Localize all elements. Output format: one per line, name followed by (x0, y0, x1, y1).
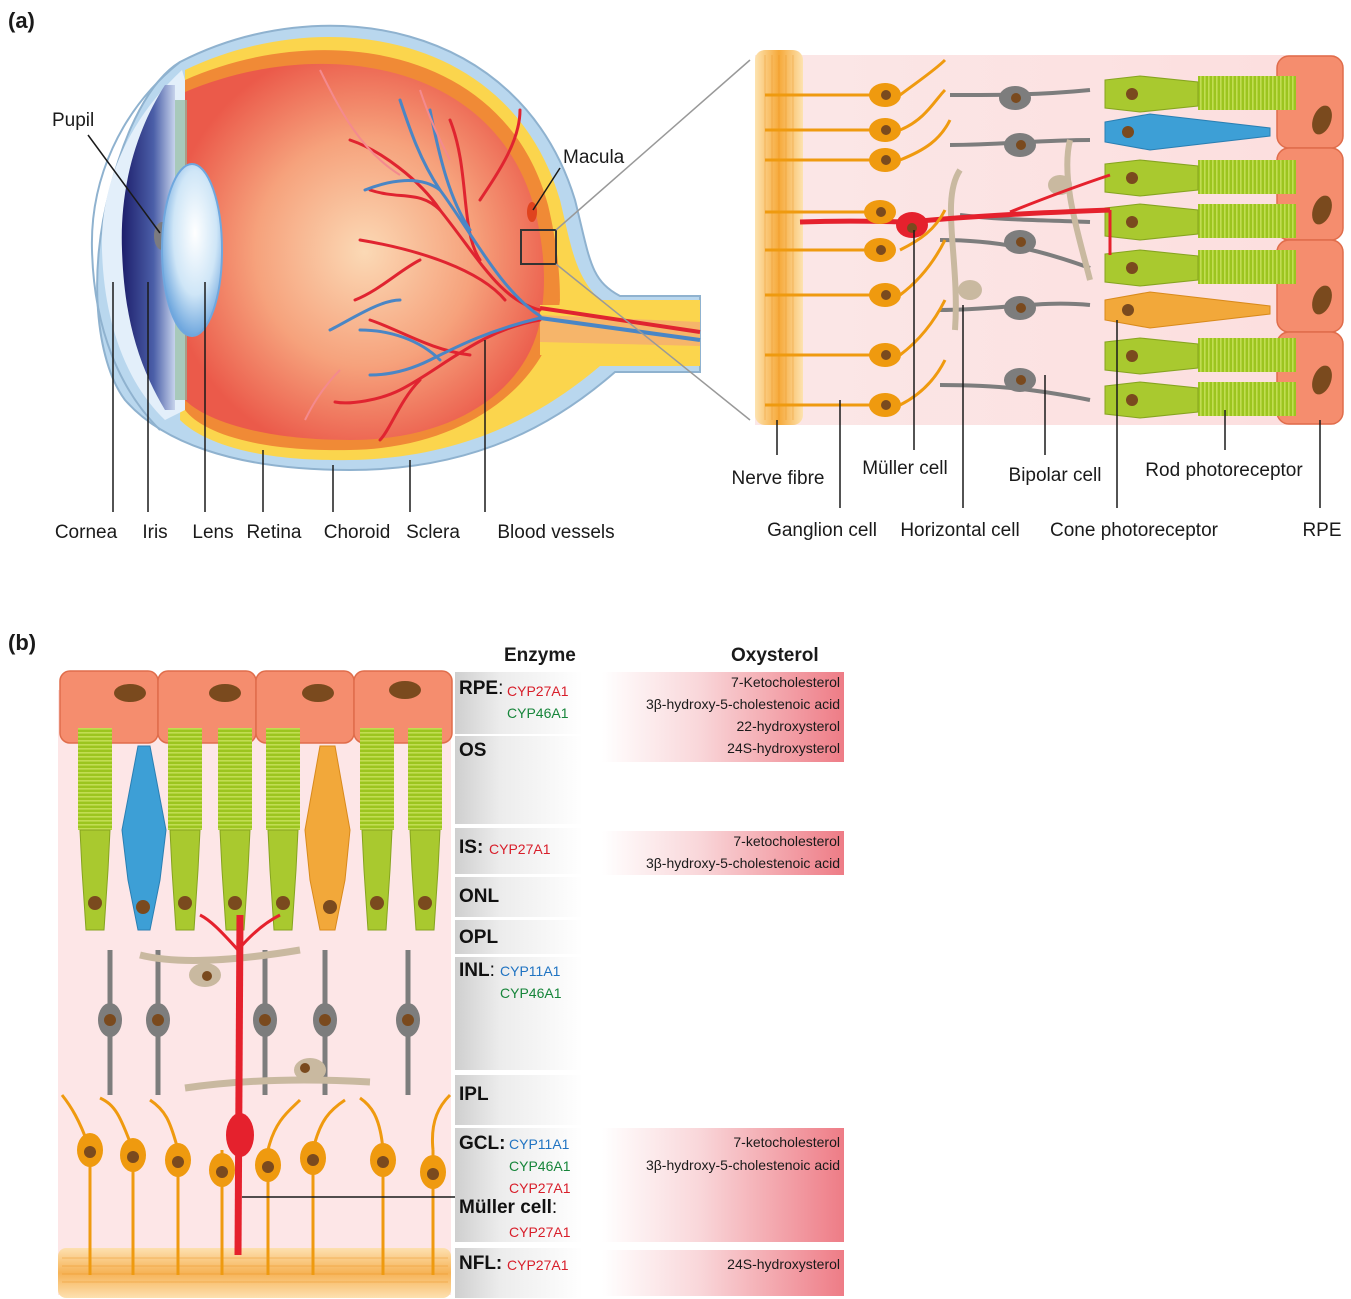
label-sclera: Sclera (406, 522, 460, 544)
label-choroid: Choroid (324, 522, 391, 544)
label-muller-cell: Müller cell (862, 458, 948, 480)
oxysterol-box-gcl: 7-ketocholesterol 3β-hydroxy-5-cholesten… (602, 1128, 844, 1242)
label-iris: Iris (142, 522, 167, 544)
retina-detail (755, 50, 1343, 425)
layer-rpe: RPE: (459, 678, 503, 700)
enzyme-gcl-cyp11a1: CYP11A1 (509, 1136, 569, 1152)
label-rpe: RPE (1302, 520, 1341, 542)
enzyme-is-cyp27a1: CYP27A1 (489, 841, 550, 857)
label-ganglion-cell: Ganglion cell (767, 520, 877, 542)
label-cone-photoreceptor: Cone photoreceptor (1050, 520, 1218, 542)
enzyme-gcl-cyp27a1: CYP27A1 (509, 1180, 570, 1196)
layer-is: IS: (459, 837, 483, 859)
layer-nfl: NFL: (459, 1253, 502, 1275)
label-nerve-fibre: Nerve fibre (732, 468, 825, 490)
enzyme-inl-cyp11a1: CYP11A1 (500, 963, 560, 979)
eye-cross-section (92, 26, 750, 470)
panel-a-tag: (a) (8, 8, 35, 34)
oxysterol-nfl-1: 24S-hydroxysterol (604, 1256, 844, 1272)
oxysterol-gcl-2: 3β-hydroxy-5-cholestenoic acid (604, 1157, 844, 1173)
oxysterol-box-rpe: 7-Ketocholesterol 3β-hydroxy-5-cholesten… (602, 672, 844, 762)
panel-b-tag: (b) (8, 630, 36, 656)
oxysterol-rpe-1: 7-Ketocholesterol (604, 674, 844, 690)
label-lens: Lens (192, 522, 233, 544)
label-blood-vessels: Blood vessels (497, 522, 614, 544)
oxysterol-is-2: 3β-hydroxy-5-cholestenoic acid (604, 855, 844, 871)
oxysterol-gcl-1: 7-ketocholesterol (604, 1134, 844, 1150)
retina-layers-diagram (58, 671, 460, 1298)
layer-onl: ONL (459, 886, 499, 908)
layer-ipl: IPL (459, 1084, 489, 1106)
oxysterol-rpe-4: 24S-hydroxysterol (604, 740, 844, 756)
label-retina: Retina (247, 522, 302, 544)
enzyme-inl-cyp46a1: CYP46A1 (500, 985, 561, 1001)
oxysterol-box-nfl: 24S-hydroxysterol (602, 1250, 844, 1296)
enzyme-header: Enzyme (504, 645, 576, 667)
layer-muller-cell: Müller cell: (459, 1197, 557, 1219)
oxysterol-rpe-2: 3β-hydroxy-5-cholestenoic acid (604, 696, 844, 712)
oxysterol-rpe-3: 22-hydroxysterol (604, 718, 844, 734)
label-rod-photoreceptor: Rod photoreceptor (1145, 460, 1302, 482)
enzyme-muller-cyp27a1: CYP27A1 (509, 1224, 570, 1240)
layer-os: OS (459, 740, 486, 762)
label-cornea: Cornea (55, 522, 117, 544)
layer-inl: INL: (459, 960, 495, 982)
oxysterol-box-is: 7-ketocholesterol 3β-hydroxy-5-cholesten… (602, 831, 844, 875)
oxysterol-header: Oxysterol (731, 645, 819, 667)
layer-gcl: GCL: (459, 1133, 505, 1155)
label-bipolar-cell: Bipolar cell (1009, 465, 1102, 487)
enzyme-rpe-cyp27a1: CYP27A1 (507, 683, 568, 699)
label-horizontal-cell: Horizontal cell (900, 520, 1019, 542)
layer-opl: OPL (459, 927, 498, 949)
label-macula: Macula (563, 147, 624, 169)
label-pupil: Pupil (52, 110, 94, 132)
oxysterol-is-1: 7-ketocholesterol (604, 833, 844, 849)
enzyme-rpe-cyp46a1: CYP46A1 (507, 705, 568, 721)
enzyme-gcl-cyp46a1: CYP46A1 (509, 1158, 570, 1174)
enzyme-nfl-cyp27a1: CYP27A1 (507, 1257, 568, 1273)
